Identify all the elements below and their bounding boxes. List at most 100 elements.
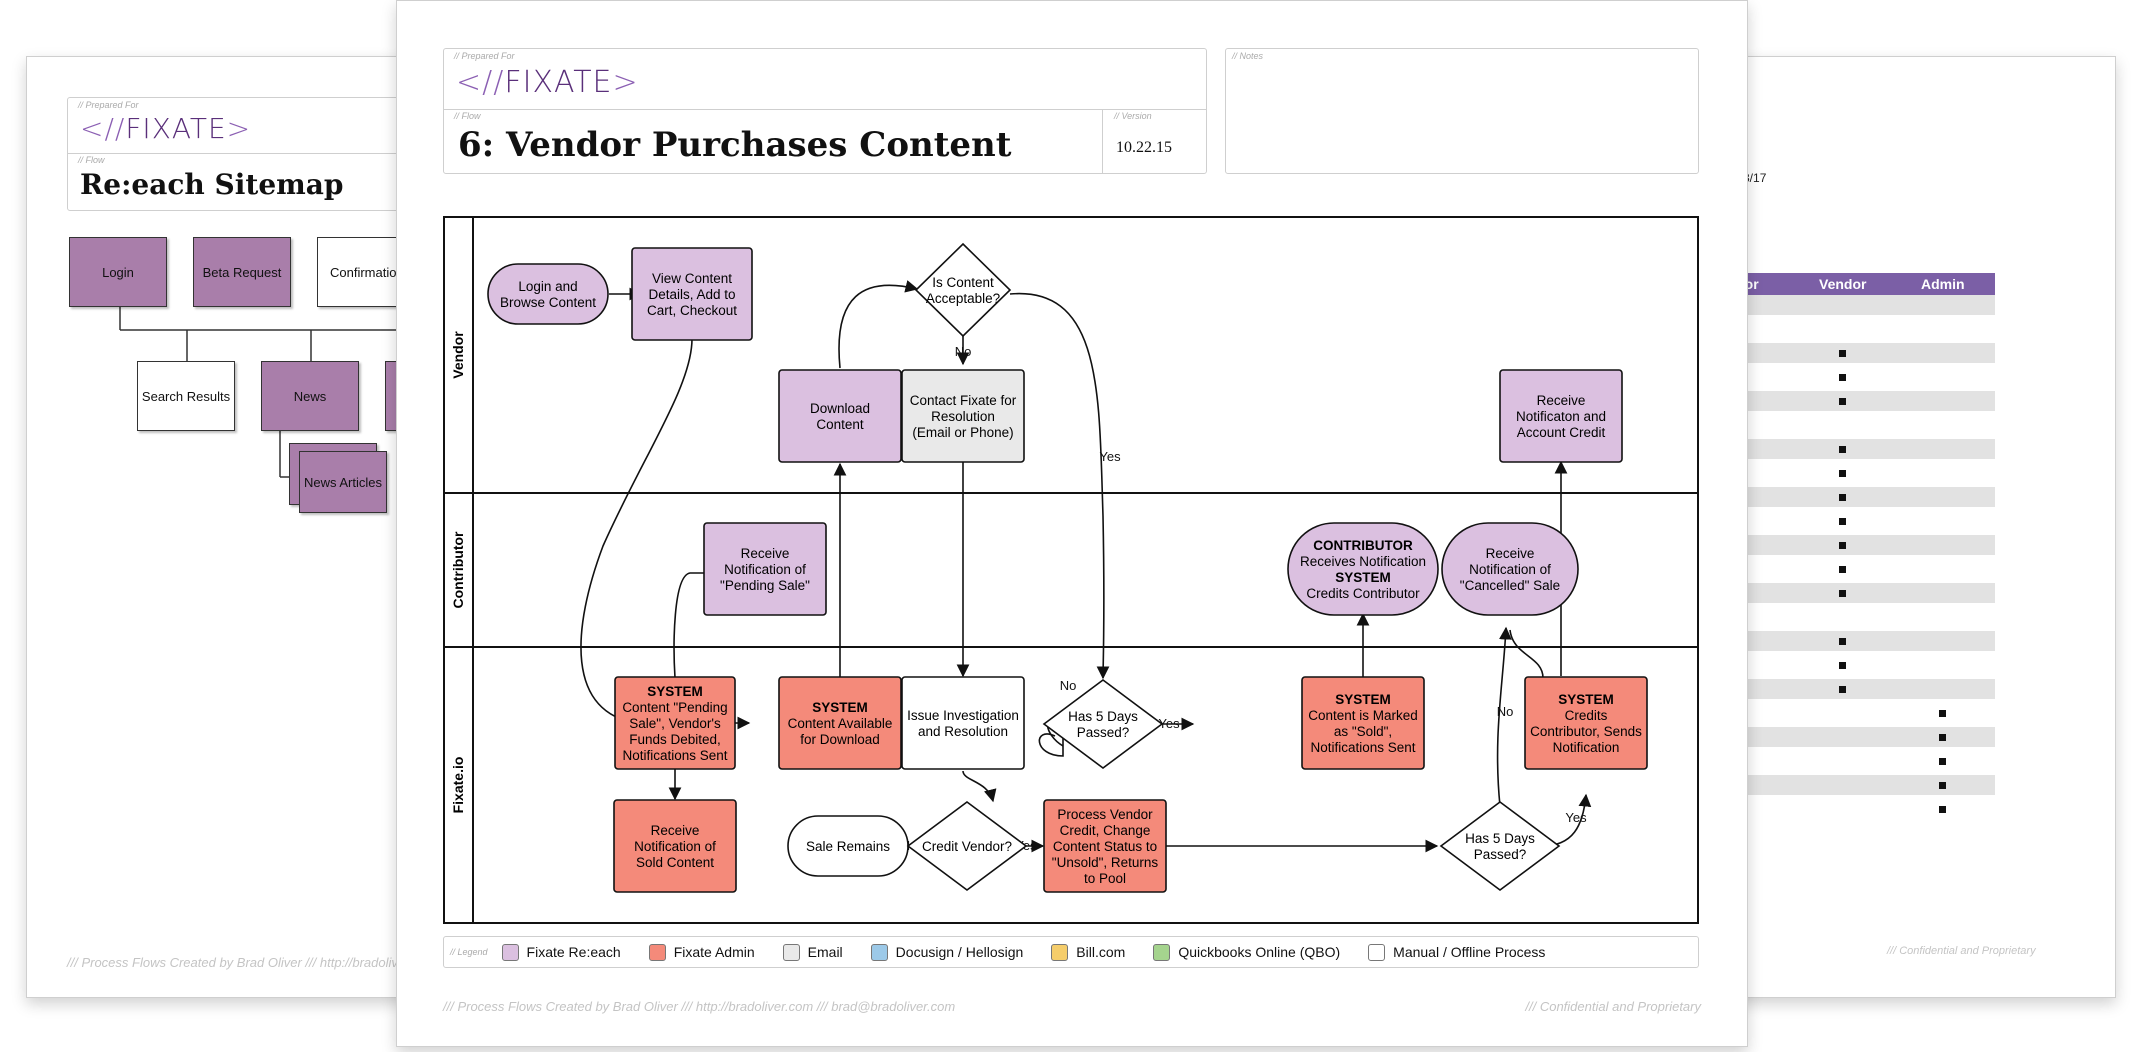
node-text-line: Credit, Change: [1060, 823, 1151, 838]
matrix-row: [1735, 463, 1995, 483]
edge-has5-2-no: [1496, 626, 1512, 807]
node-text-line: "Pending Sale": [720, 578, 810, 593]
node-shape: [1524, 676, 1648, 770]
main-sheet: // Prepared For <//FIXATE> // Flow // Ve…: [396, 0, 1748, 1047]
node-text-line: SYSTEM: [1558, 692, 1614, 707]
node-shape: [614, 676, 736, 770]
node-text-line: Notification of: [724, 562, 806, 577]
node-shape: [1439, 801, 1561, 891]
main-footer-right: /// Confidential and Proprietary: [1525, 999, 1701, 1014]
matrix-check-mark: [1939, 782, 1946, 789]
node-text-line: Credits Contributor: [1306, 586, 1420, 601]
node-text-line: Acceptable?: [926, 291, 1000, 306]
version-label: // Version: [1114, 111, 1152, 121]
node-text-line: Is Content: [932, 275, 994, 290]
node-text-line: Account Credit: [1517, 425, 1606, 440]
matrix-check-mark: [1839, 662, 1846, 669]
node-text-line: CONTRIBUTOR: [1313, 538, 1413, 553]
node-text-line: SYSTEM: [647, 684, 703, 699]
edge-label-yes: Yes: [1565, 810, 1587, 825]
node-text-line: Passed?: [1077, 725, 1130, 740]
matrix-row: [1735, 799, 1995, 819]
page-title: 6: Vendor Purchases Content: [458, 125, 1012, 165]
legend-item-email: Email: [782, 943, 843, 961]
node-shape: [901, 369, 1025, 463]
node-shape: [1043, 799, 1167, 893]
edge-label-no: No: [955, 344, 972, 359]
lane-label-fixate: Fixate.io: [450, 757, 466, 814]
legend-label: // Legend: [450, 947, 488, 957]
matrix-check-mark: [1939, 734, 1946, 741]
matrix-check-mark: [1839, 398, 1846, 405]
legend-item-manual: Manual / Offline Process: [1368, 943, 1545, 961]
sitemap-node-news: News: [261, 361, 359, 431]
version-value: 10.22.15: [1116, 139, 1172, 156]
node-shape: [906, 801, 1028, 891]
flow-node-credit-vendor: Credit Vendor?: [906, 801, 1028, 891]
edge-credits-cancelled: [1509, 629, 1544, 679]
matrix-check-mark: [1839, 542, 1846, 549]
legend-item-billcom: Bill.com: [1051, 943, 1125, 961]
edge-issue-credit: [962, 770, 997, 803]
node-text-line: Sale Remains: [806, 839, 890, 854]
node-text-line: Resolution: [931, 409, 995, 424]
edge-label-no: No: [1497, 704, 1514, 719]
node-text-line: Process Vendor: [1057, 807, 1153, 822]
node-text-line: Credits: [1565, 708, 1608, 723]
matrix-row: [1735, 415, 1995, 435]
node-text-line: Credit Vendor?: [922, 839, 1012, 854]
node-shape: [1301, 676, 1425, 770]
node-text-line: Login and: [518, 279, 577, 294]
node-text-line: Receives Notification: [1300, 554, 1426, 569]
matrix-row: [1735, 751, 1995, 771]
divider: [1102, 109, 1103, 173]
node-text-line: Notifications Sent: [622, 748, 727, 763]
node-shape: [1287, 522, 1439, 616]
matrix-row: [1735, 439, 1995, 459]
edge-label-yes: Yes: [1099, 449, 1121, 464]
node-text-line: Receive: [1486, 546, 1535, 561]
matrix-check-mark: [1939, 758, 1946, 765]
divider: [444, 109, 1206, 110]
prepared-for-label: // Prepared For: [78, 100, 139, 110]
matrix-row: [1735, 343, 1995, 363]
matrix-row: [1735, 295, 1995, 315]
matrix-row: [1735, 319, 1995, 339]
node-text-line: Notification: [1553, 740, 1620, 755]
node-text-line: Sale", Vendor's: [629, 716, 721, 731]
divider: [68, 153, 448, 154]
matrix-check-mark: [1939, 806, 1946, 813]
matrix-row: [1735, 535, 1995, 555]
main-footer-left: /// Process Flows Created by Brad Oliver…: [443, 999, 956, 1014]
matrix-row: [1735, 703, 1995, 723]
node-shape: [1042, 679, 1164, 769]
fixate-logo: <//FIXATE>: [456, 65, 639, 100]
matrix-row: [1735, 607, 1995, 627]
node-text-line: for Download: [800, 732, 880, 747]
node-shape: [778, 676, 902, 770]
matrix-check-mark: [1839, 566, 1846, 573]
node-shape: [914, 242, 1012, 338]
node-text-line: Issue Investigation: [907, 708, 1019, 723]
prepared-for-label: // Prepared For: [454, 51, 515, 61]
flow-label: // Flow: [78, 155, 105, 165]
sitemap-node-login: Login: [69, 237, 167, 307]
node-text-line: Contributor, Sends: [1530, 724, 1642, 739]
matrix-row: [1735, 775, 1995, 795]
edge-labels: No Yes No Yes No Yes No Yes: [901, 344, 1587, 853]
matrix-row: [1735, 391, 1995, 411]
flow-label: // Flow: [454, 111, 481, 121]
node-shape: [487, 263, 609, 325]
node-text-line: Content "Pending: [622, 700, 727, 715]
sitemap-node-search-results: Search Results: [137, 361, 235, 431]
node-text-line: Content: [816, 417, 864, 432]
node-text-line: and Resolution: [918, 724, 1008, 739]
